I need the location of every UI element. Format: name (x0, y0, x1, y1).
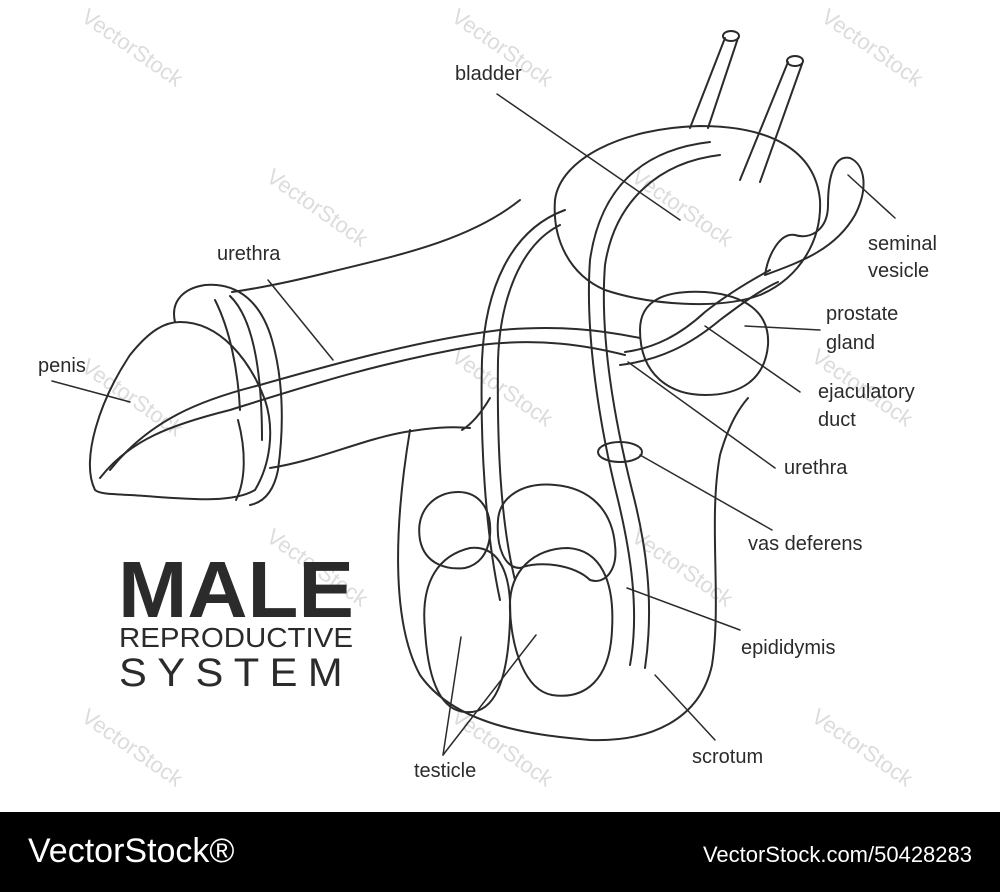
prostate-outline (639, 290, 770, 396)
watermark: VectorStock (77, 704, 188, 792)
vas-deferens (496, 224, 561, 581)
label-prostate-gland: gland (826, 332, 875, 354)
seminal-vesicle-outline (764, 156, 865, 276)
watermark: VectorStock (627, 164, 738, 252)
bladder-outline (553, 125, 822, 306)
leader-testicle (442, 634, 537, 756)
ureter-opening (722, 30, 740, 42)
watermark: VectorStock (447, 344, 558, 432)
foreskin-outline (173, 283, 283, 506)
label-urethra-top: urethra (217, 243, 281, 265)
penis-shaft-outline (231, 199, 521, 293)
foreskin-fold (229, 295, 263, 441)
foreskin-fold (235, 419, 245, 501)
leader-seminal-vesicle (847, 174, 896, 219)
title-system: SYSTEM (119, 651, 353, 695)
scrotum-outline (397, 397, 749, 742)
epididymis-outline (418, 491, 492, 570)
penile-urethra (99, 341, 626, 479)
leader-scrotum (654, 674, 716, 741)
label-seminal-vesicle: vesicle (868, 260, 929, 282)
foreskin-fold (214, 299, 241, 411)
title-main: MALE (118, 545, 354, 634)
label-ejaculatory-duct: duct (818, 409, 856, 431)
leader-bladder (496, 93, 681, 221)
testicle-outline (423, 546, 512, 714)
footer-bar: VectorStock® VectorStock.com/50428283 (0, 812, 1000, 892)
label-urethra-right: urethra (784, 457, 848, 479)
leader-penis (51, 380, 131, 403)
leader-vas-deferens (639, 454, 773, 531)
image-credit: VectorStock.com/50428283 (702, 842, 972, 867)
watermark: VectorStock (77, 4, 188, 92)
title-subtitle: REPRODUCTIVE (119, 622, 353, 653)
leader-urethra-right (627, 361, 776, 469)
label-ejaculatory-duct: ejaculatory (818, 381, 915, 403)
label-seminal-vesicle: seminal (868, 233, 937, 255)
ureter (689, 37, 726, 129)
label-scrotum: scrotum (692, 746, 763, 768)
watermark: VectorStock (807, 704, 918, 792)
leader-prostate (744, 325, 821, 331)
watermark: VectorStock (262, 164, 373, 252)
epididymis-outline (496, 483, 617, 582)
anatomy-diagram: VectorStock VectorStock VectorStock Vect… (38, 4, 937, 792)
leader-epididymis (626, 587, 741, 631)
label-vas-deferens: vas deferens (748, 533, 863, 555)
vas-deferens-marker (597, 441, 643, 463)
label-epididymis: epididymis (741, 637, 835, 659)
label-bladder: bladder (455, 63, 522, 85)
penile-urethra (109, 327, 641, 471)
brand-logo: VectorStock® (28, 832, 235, 870)
labels: bladder seminal vesicle urethra prostate… (38, 63, 937, 782)
vas-deferens (602, 154, 721, 669)
title-block: MALE REPRODUCTIVE SYSTEM (118, 545, 354, 695)
ureter (759, 63, 803, 183)
penis-shaft-outline (269, 426, 471, 469)
testicle-outline (508, 547, 614, 697)
leader-testicle (442, 636, 462, 756)
shaft-fold (461, 397, 491, 431)
leader-urethra-top (267, 279, 334, 361)
leader-lines (51, 93, 896, 756)
ureter (739, 61, 789, 181)
watermark: VectorStock (77, 354, 188, 442)
label-prostate-gland: prostate (826, 303, 898, 325)
ureter-opening (786, 55, 804, 67)
watermark: VectorStock (627, 524, 738, 612)
vas-deferens (587, 141, 711, 666)
label-penis: penis (38, 355, 86, 377)
ejaculatory-duct (619, 281, 779, 366)
leader-ejaculatory-duct (704, 325, 801, 393)
ureter (707, 37, 739, 129)
watermark: VectorStock (817, 4, 928, 92)
label-testicle: testicle (414, 760, 476, 782)
ejaculatory-duct (624, 269, 771, 353)
